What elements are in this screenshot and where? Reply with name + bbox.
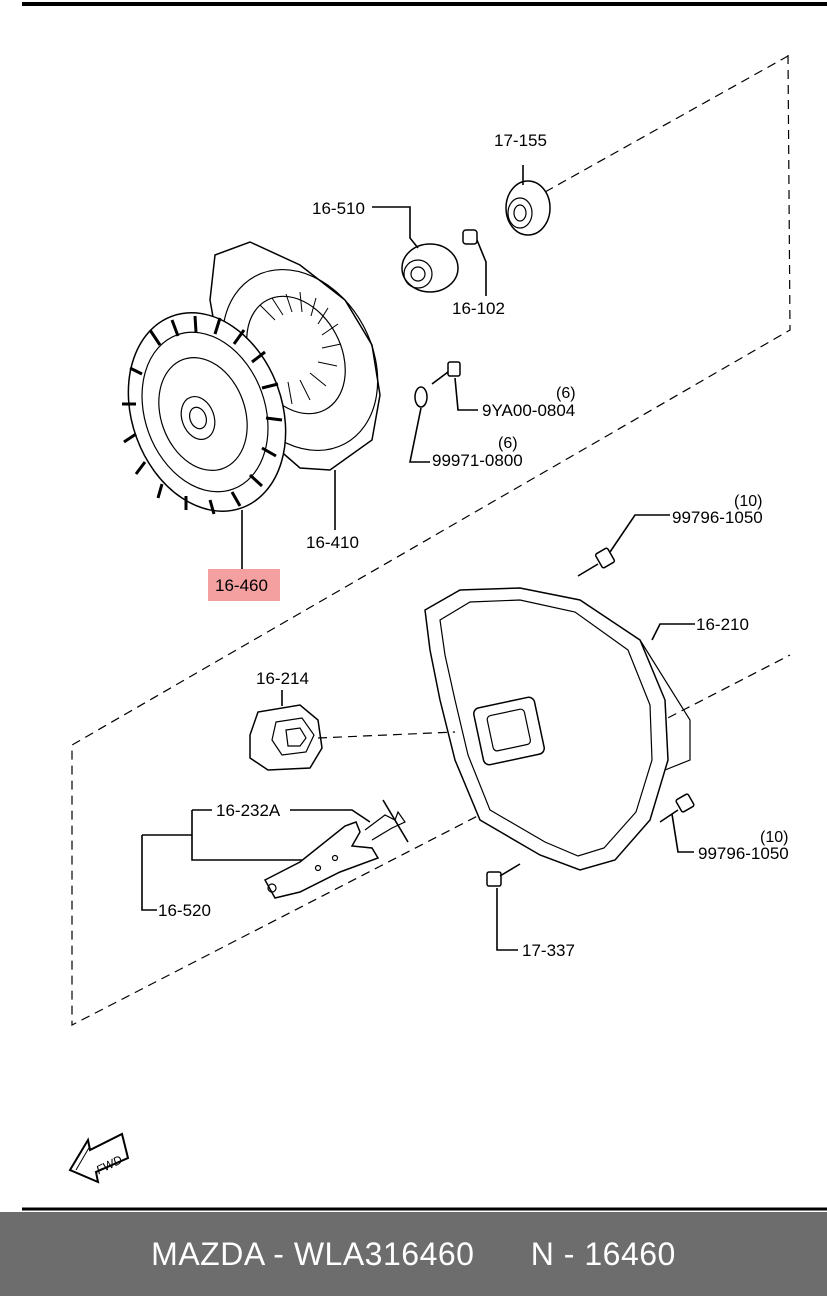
- dash-link-top: [544, 55, 789, 193]
- cover-bolt: [431, 361, 478, 411]
- release-boot: [249, 690, 456, 771]
- highlight-box: [208, 569, 280, 601]
- housing-bolt-upper: [577, 514, 670, 577]
- grease-nipple: [462, 229, 487, 296]
- parts-diagram: 17-155 16-510 16-102 (6) 9YA00-0804 (6) …: [22, 2, 827, 1211]
- label-99796-1050-upper: 99796-1050: [672, 508, 763, 527]
- qty-99796-upper: (10): [734, 493, 762, 510]
- label-9ya00-0804: 9YA00-0804: [482, 401, 575, 420]
- clutch-disc: [122, 312, 287, 570]
- label-16-102: 16-102: [452, 299, 505, 318]
- label-17-155: 17-155: [494, 131, 547, 150]
- qty-99796-lower: (10): [760, 829, 788, 846]
- label-16-410: 16-410: [306, 533, 359, 552]
- label-99796-1050-lower: 99796-1050: [698, 844, 789, 863]
- lock-washer: [409, 386, 430, 463]
- fwd-arrow-icon: FWD: [68, 1132, 130, 1184]
- release-bearing: [372, 206, 459, 293]
- clutch-housing: [424, 587, 695, 871]
- assembly-outline: [71, 54, 791, 1026]
- release-fork: [141, 799, 409, 911]
- qty-9ya00: (6): [556, 385, 576, 402]
- pilot-bearing: [505, 165, 551, 236]
- footer-ref: N - 16460: [530, 1235, 676, 1272]
- label-16-520: 16-520: [158, 901, 211, 920]
- label-16-460: 16-460: [215, 576, 268, 595]
- label-99971-0800: 99971-0800: [432, 451, 523, 470]
- label-16-214: 16-214: [256, 669, 309, 688]
- qty-99971: (6): [498, 435, 518, 452]
- label-16-210: 16-210: [696, 615, 749, 634]
- label-16-510: 16-510: [312, 199, 365, 218]
- label-16-232a: 16-232A: [216, 801, 281, 820]
- housing-bolt-lower: [659, 793, 695, 853]
- label-17-337: 17-337: [522, 941, 575, 960]
- footer-bar: MAZDA - WLA316460 N - 16460: [0, 1212, 827, 1296]
- bolt-17-337: [486, 863, 521, 951]
- footer-part-number: MAZDA - WLA316460: [151, 1235, 475, 1272]
- footer-gap: [474, 1236, 530, 1273]
